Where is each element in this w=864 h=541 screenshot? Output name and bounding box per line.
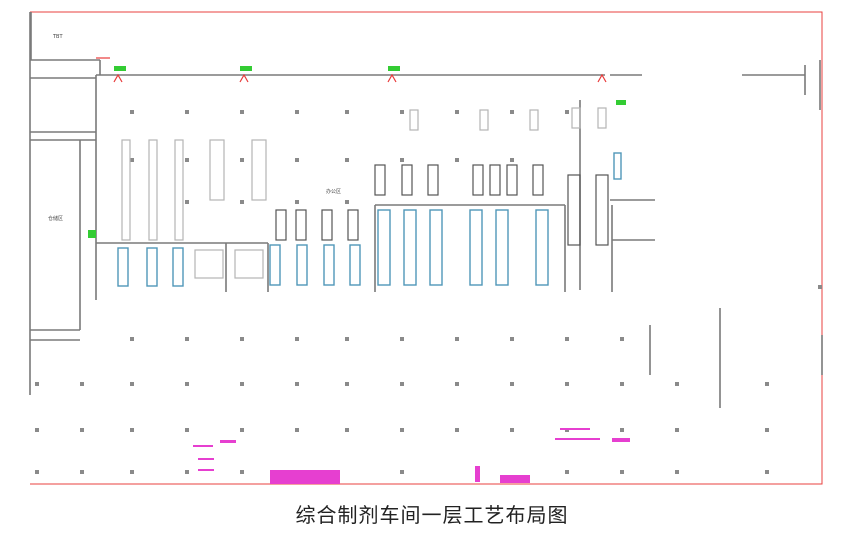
door-markers-red — [96, 57, 607, 83]
faint-equipment — [121, 107, 607, 279]
site-boundary — [30, 11, 823, 485]
room-label-top-left: TBT — [52, 34, 63, 40]
floor-plan-drawing: TBT 仓储区 办公区 — [29, 11, 823, 485]
room-label-center: 办公区 — [326, 188, 341, 195]
figure-caption: 综合制剂车间一层工艺布局图 — [295, 503, 569, 527]
pink-markers — [193, 428, 630, 484]
equipment-frames — [275, 164, 609, 246]
column-grid-markers — [35, 110, 822, 474]
room-label-left-middle: 仓储区 — [48, 215, 63, 222]
building-walls — [29, 12, 823, 408]
process-equipment-lines — [117, 152, 622, 287]
door-markers-green — [88, 66, 626, 238]
plan-labels: TBT 仓储区 办公区 — [48, 34, 341, 222]
